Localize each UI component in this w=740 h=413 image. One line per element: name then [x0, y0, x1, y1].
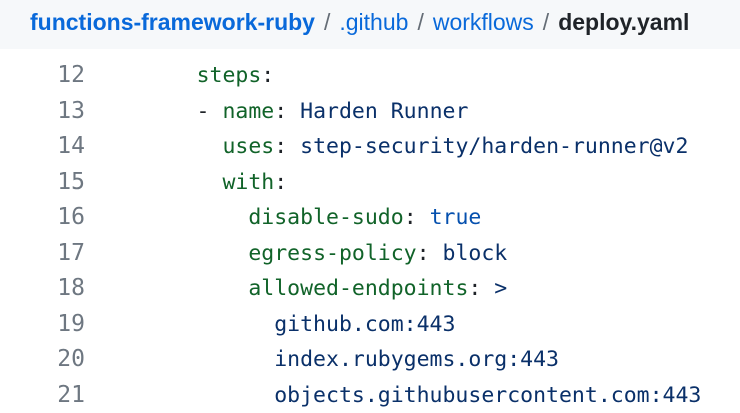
code-line-content: allowed-endpoints: > [93, 276, 507, 301]
code-segment-key: with [222, 170, 274, 195]
breadcrumb-folder-workflows-link[interactable]: workflows [433, 9, 534, 36]
breadcrumb-current-file: deploy.yaml [558, 9, 689, 36]
code-line-content: objects.githubusercontent.com:443 [93, 383, 701, 408]
breadcrumb-repo-link[interactable]: functions-framework-ruby [30, 9, 315, 36]
line-number[interactable]: 14 [0, 129, 85, 164]
code-line-content: - name: Harden Runner [93, 99, 468, 124]
breadcrumb-separator: / [417, 9, 423, 36]
code-segment-plain: : [404, 205, 430, 230]
line-number[interactable]: 12 [0, 58, 85, 93]
line-number[interactable]: 18 [0, 271, 85, 306]
code-segment-plain [93, 170, 222, 195]
breadcrumb-separator: / [324, 9, 330, 36]
code-segment-plain [93, 241, 248, 266]
code-line: 21 objects.githubusercontent.com:443 [0, 378, 740, 413]
code-segment-string: > [494, 276, 507, 301]
code-segment-plain [93, 63, 197, 88]
code-line-content: egress-policy: block [93, 241, 507, 266]
code-line-content: index.rubygems.org:443 [93, 347, 559, 372]
code-line: 16 disable-sudo: true [0, 200, 740, 236]
code-segment-string: step-security/harden-runner@v2 [300, 134, 688, 159]
code-segment-key: uses [222, 134, 274, 159]
line-number[interactable]: 21 [0, 378, 85, 413]
code-segment-string: objects.githubusercontent.com:443 [274, 383, 701, 408]
code-segment-plain: : [261, 63, 274, 88]
code-line: 19 github.com:443 [0, 307, 740, 343]
code-segment-plain [93, 134, 222, 159]
code-segment-plain [93, 312, 274, 337]
code-segment-key: egress-policy [248, 241, 416, 266]
code-segment-plain: - [93, 99, 222, 124]
code-line: 17 egress-policy: block [0, 236, 740, 272]
line-number[interactable]: 19 [0, 307, 85, 342]
code-line: 18 allowed-endpoints: > [0, 271, 740, 307]
code-line-content: uses: step-security/harden-runner@v2 [93, 134, 688, 159]
code-segment-plain: : [274, 99, 300, 124]
code-line-content: with: [93, 170, 287, 195]
code-line: 20 index.rubygems.org:443 [0, 342, 740, 378]
code-line: 15 with: [0, 165, 740, 201]
line-number[interactable]: 16 [0, 200, 85, 235]
code-segment-plain [93, 347, 274, 372]
code-line: 13 - name: Harden Runner [0, 94, 740, 130]
code-segment-string: Harden Runner [300, 99, 468, 124]
code-segment-plain [93, 383, 274, 408]
code-segment-string: block [443, 241, 508, 266]
code-line-content: github.com:443 [93, 312, 455, 337]
breadcrumb-folder-github-link[interactable]: .github [339, 9, 408, 36]
code-segment-string: github.com:443 [274, 312, 455, 337]
code-line-content: disable-sudo: true [93, 205, 481, 230]
code-segment-key: disable-sudo [248, 205, 403, 230]
code-segment-key: steps [197, 63, 262, 88]
line-number[interactable]: 13 [0, 94, 85, 129]
code-line: 14 uses: step-security/harden-runner@v2 [0, 129, 740, 165]
line-number[interactable]: 17 [0, 236, 85, 271]
code-segment-plain: : [274, 170, 287, 195]
file-path-header: functions-framework-ruby / .github / wor… [0, 0, 740, 49]
code-segment-string: index.rubygems.org:443 [274, 347, 559, 372]
code-segment-plain: : [274, 134, 300, 159]
code-line: 12 steps: [0, 58, 740, 94]
code-segment-plain: : [417, 241, 443, 266]
code-segment-plain [93, 205, 248, 230]
line-number[interactable]: 15 [0, 165, 85, 200]
code-segment-key: name [222, 99, 274, 124]
code-segment-key: allowed-endpoints [248, 276, 468, 301]
line-number[interactable]: 20 [0, 342, 85, 377]
code-segment-plain: : [468, 276, 494, 301]
breadcrumb-separator: / [543, 9, 549, 36]
code-line-content: steps: [93, 63, 274, 88]
code-segment-constant: true [430, 205, 482, 230]
code-segment-plain [93, 276, 248, 301]
